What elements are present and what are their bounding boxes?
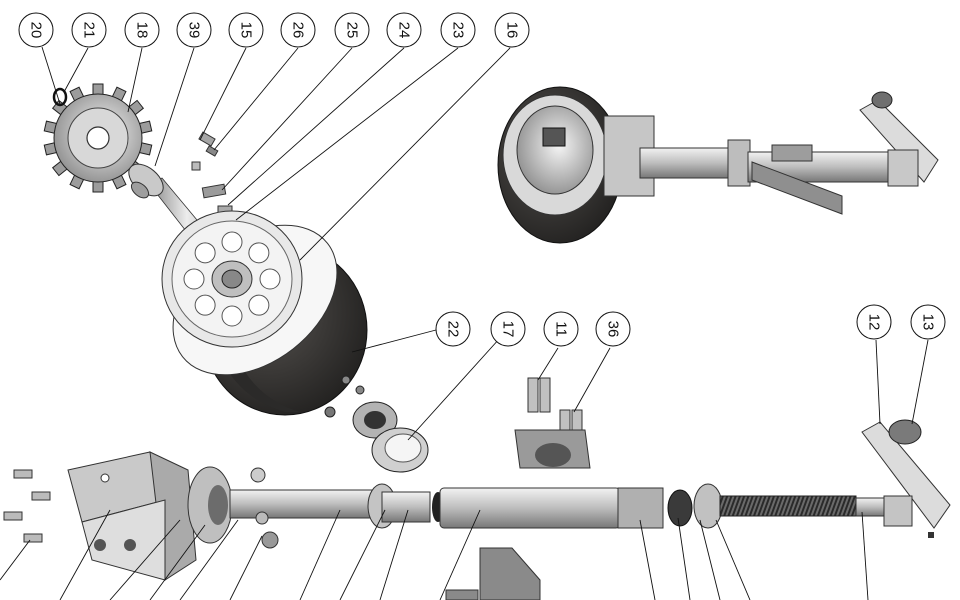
callout-22: 22 — [435, 311, 471, 347]
callout-36: 36 — [595, 311, 631, 347]
rim-hole — [183, 268, 205, 290]
callout-39: 39 — [176, 12, 212, 48]
svg-text:36: 36 — [605, 321, 622, 338]
snap-ring — [52, 87, 68, 107]
callout-23: 23 — [440, 12, 476, 48]
callout-12: 12 — [856, 304, 892, 340]
svg-text:11: 11 — [553, 321, 570, 337]
bearing-cup — [324, 375, 429, 473]
rim-hole — [259, 268, 281, 290]
bolts-left — [3, 469, 51, 543]
rim-hole — [194, 294, 216, 316]
svg-text:13: 13 — [920, 314, 937, 331]
svg-text:25: 25 — [344, 22, 361, 39]
callout-24: 24 — [386, 12, 422, 48]
svg-text:39: 39 — [186, 22, 203, 39]
callout-26: 26 — [280, 12, 316, 48]
callout-16: 16 — [494, 12, 530, 48]
callout-11: 11 — [543, 311, 579, 347]
jack-handle-icon — [859, 91, 939, 187]
svg-text:24: 24 — [396, 22, 413, 39]
assembled-jack — [497, 86, 939, 244]
svg-text:15: 15 — [238, 22, 255, 39]
main-shaft — [229, 467, 723, 549]
svg-text:26: 26 — [290, 22, 307, 39]
callouts: 20 21 18 39 15 26 25 24 23 16 22 — [18, 12, 946, 347]
wheel-tire-main — [161, 210, 368, 416]
lower-block — [445, 547, 541, 600]
rim-hole — [194, 242, 216, 264]
callout-18: 18 — [124, 12, 160, 48]
svg-text:16: 16 — [504, 22, 521, 39]
svg-text:22: 22 — [445, 321, 462, 338]
leader-lines — [0, 46, 929, 600]
svg-text:20: 20 — [28, 22, 45, 39]
crank-handle — [861, 419, 951, 538]
rim-hole — [221, 231, 243, 253]
svg-text:21: 21 — [81, 22, 98, 39]
callout-13: 13 — [910, 304, 946, 340]
rim-hole — [221, 305, 243, 327]
svg-text:12: 12 — [866, 314, 883, 331]
rim-hole — [248, 242, 270, 264]
callout-21: 21 — [71, 12, 107, 48]
rim-hole — [248, 294, 270, 316]
bracket-plate — [67, 451, 233, 581]
callout-15: 15 — [228, 12, 264, 48]
callout-25: 25 — [334, 12, 370, 48]
callout-17: 17 — [490, 311, 526, 347]
screw-shaft-icon — [719, 495, 887, 517]
clamp-bolts — [514, 377, 591, 469]
svg-text:17: 17 — [500, 321, 517, 338]
bracket-plate-icon — [67, 451, 197, 581]
small-hardware-upper — [191, 131, 233, 221]
svg-text:23: 23 — [450, 22, 467, 39]
callout-20: 20 — [18, 12, 54, 48]
svg-text:18: 18 — [134, 22, 151, 39]
